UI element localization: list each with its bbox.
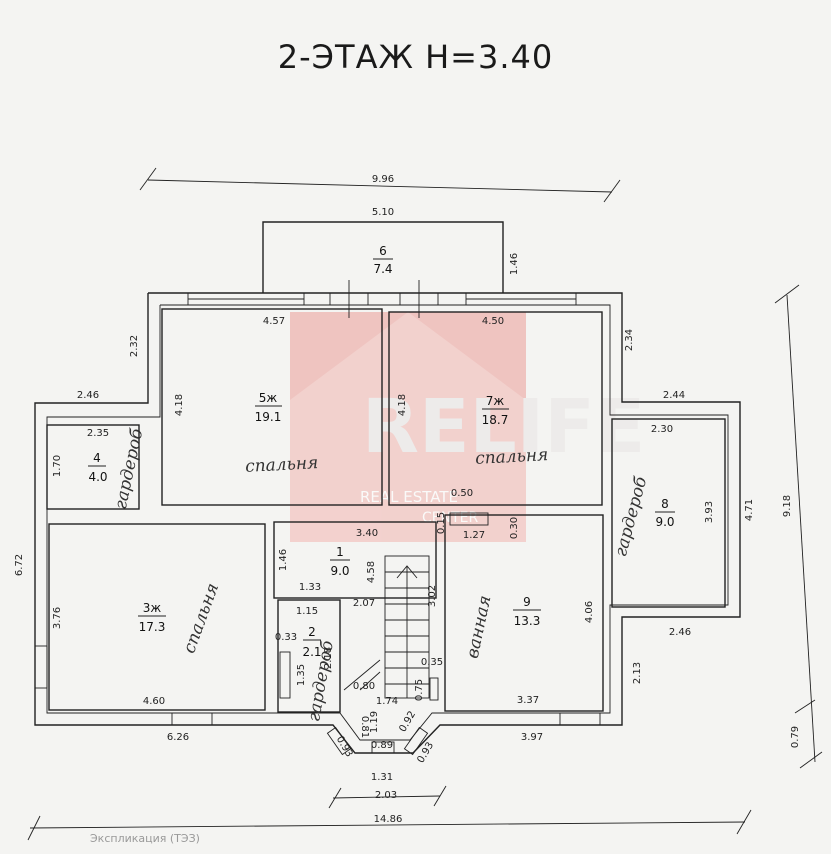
room-2: 2 2.1 гардероб xyxy=(302,625,338,723)
dim-right-step: 2.44 xyxy=(663,390,685,401)
outer-walls xyxy=(34,221,741,754)
dim-0-93b: 0.93 xyxy=(416,740,437,765)
dim-right-offset: 2.34 xyxy=(624,329,635,351)
dim-hall-1-46: 1.46 xyxy=(278,549,289,571)
room-4-area: 4.0 xyxy=(88,470,107,484)
room-1-number: 1 xyxy=(336,545,344,559)
dim-r4-depth: 1.70 xyxy=(52,455,63,477)
dim-1-19: 1.19 xyxy=(369,711,380,733)
dim-r7-depth: 4.18 xyxy=(397,394,408,416)
room-1-area: 9.0 xyxy=(330,564,349,578)
dim-r4-width: 2.35 xyxy=(87,428,109,439)
dim-1-74: 1.74 xyxy=(376,696,398,707)
room-5-number: 5ж xyxy=(259,391,278,405)
dim-bottom-3-97: 3.97 xyxy=(521,732,543,743)
dim-0-81: 0.81 xyxy=(359,716,370,738)
room-3-number: 3ж xyxy=(143,601,162,615)
dim-r9-width: 3.37 xyxy=(517,695,539,706)
dim-3-02: 3.02 xyxy=(427,585,438,607)
dim-1-35: 1.35 xyxy=(296,664,307,686)
dim-hall-1-33: 1.33 xyxy=(299,582,321,593)
dim-0-92: 0.92 xyxy=(398,709,419,734)
dim-0-33: 0.33 xyxy=(275,632,297,643)
watermark-logo: RELIFE REAL ESTATE CENTER xyxy=(290,312,645,542)
room-8-number: 8 xyxy=(661,497,669,511)
dim-left-step: 2.46 xyxy=(77,390,99,401)
room-6: 6 7.4 xyxy=(373,244,393,276)
room-5-area: 19.1 xyxy=(255,410,282,424)
watermark-brand: RELIFE xyxy=(362,384,645,470)
room-8-area: 9.0 xyxy=(655,515,674,529)
plan-title: 2-ЭТАЖ Н=3.40 xyxy=(277,38,554,76)
dim-r5-width: 4.57 xyxy=(263,316,285,327)
dim-0-35: 0.35 xyxy=(421,657,443,668)
dim-right-9-18: 9.18 xyxy=(782,495,793,517)
dim-bottom-overall: 14.86 xyxy=(374,814,403,825)
dim-hall-width: 3.40 xyxy=(356,528,378,539)
footer-caption: Экспликация (ТЭЗ) xyxy=(90,832,200,845)
room-2-number: 2 xyxy=(308,625,316,639)
dim-1-31: 1.31 xyxy=(371,772,393,783)
dim-2-13: 2.13 xyxy=(632,662,643,684)
dim-r7-width: 4.50 xyxy=(482,316,504,327)
room-7: 7ж 18.7 спальня xyxy=(475,394,549,469)
dim-1-15: 1.15 xyxy=(296,606,318,617)
dimension-labels: 9.96 5.10 1.46 4.57 4.50 4.18 4.18 2.32 … xyxy=(14,174,801,825)
dim-balcony-depth: 1.46 xyxy=(509,253,520,275)
dim-r9-depth: 4.06 xyxy=(584,601,595,623)
room-2-area: 2.1 xyxy=(302,645,321,659)
dim-0-15: 0.15 xyxy=(436,512,447,534)
dim-0-89: 0.89 xyxy=(371,740,393,751)
room-7-note: спальня xyxy=(475,445,549,469)
room-6-number: 6 xyxy=(379,244,387,258)
dim-balcony-width: 5.10 xyxy=(372,207,394,218)
room-5: 5ж 19.1 спальня xyxy=(245,391,319,477)
dim-right-4-71: 4.71 xyxy=(744,499,755,521)
room-5-note: спальня xyxy=(245,453,319,477)
dim-bottom-2-03: 2.03 xyxy=(375,790,397,801)
dim-r5-depth: 4.18 xyxy=(174,394,185,416)
room-4-note: гардероб xyxy=(111,426,148,511)
room-3: 3ж 17.3 спальня xyxy=(138,581,223,657)
room-8: 8 9.0 гардероб xyxy=(611,474,675,559)
dim-left-6-72: 6.72 xyxy=(14,554,25,576)
room-3-area: 17.3 xyxy=(139,620,166,634)
dim-hall-4-58: 4.58 xyxy=(366,561,377,583)
room-9: 9 13.3 ванная xyxy=(463,594,541,661)
room-8-note: гардероб xyxy=(611,474,652,559)
room-1: 1 9.0 xyxy=(330,545,350,578)
room-9-number: 9 xyxy=(523,595,531,609)
dim-right-0-79: 0.79 xyxy=(790,726,801,748)
dim-0-75: 0.75 xyxy=(414,679,425,701)
dimension-lines xyxy=(27,167,823,841)
room-9-area: 13.3 xyxy=(514,614,541,628)
dim-top-overall: 9.96 xyxy=(372,174,394,185)
dim-r8-depth: 3.93 xyxy=(704,501,715,523)
dim-2-46b: 2.46 xyxy=(669,627,691,638)
interior-walls xyxy=(46,308,726,713)
staircase xyxy=(343,555,430,699)
dim-2-07: 2.07 xyxy=(353,598,375,609)
dim-r3-width: 4.60 xyxy=(143,696,165,707)
dim-left-offset: 2.32 xyxy=(129,335,140,357)
room-7-number: 7ж xyxy=(486,394,505,408)
dim-0-50: 0.50 xyxy=(451,488,473,499)
windows xyxy=(34,280,601,756)
watermark-sub1: REAL ESTATE xyxy=(360,488,458,506)
dim-r3-depth: 3.76 xyxy=(52,607,63,629)
dim-1-27: 1.27 xyxy=(463,530,485,541)
dim-2-18: 2.18 xyxy=(323,647,334,669)
dim-0-80: 0.80 xyxy=(353,681,375,692)
room-7-area: 18.7 xyxy=(482,413,509,427)
dim-bottom-6-26: 6.26 xyxy=(167,732,189,743)
dim-r8-width: 2.30 xyxy=(651,424,673,435)
room-4-number: 4 xyxy=(93,451,101,465)
room-9-note: ванная xyxy=(463,594,496,661)
room-3-note: спальня xyxy=(179,581,223,657)
dim-0-30: 0.30 xyxy=(509,517,520,539)
room-6-area: 7.4 xyxy=(373,262,392,276)
